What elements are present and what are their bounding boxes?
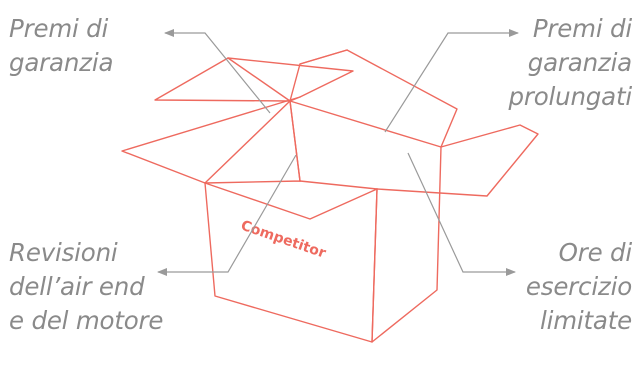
front-flap — [205, 183, 377, 219]
inner-crease — [228, 50, 347, 181]
box-rim — [205, 101, 441, 189]
label-bottom-right: Ore di esercizio limitate — [526, 236, 632, 338]
left-flap — [122, 97, 300, 183]
arrow-bottom-right — [408, 153, 515, 272]
box-brand-label: Competitor — [239, 218, 328, 262]
label-bottom-left: Revisioni dell’air end e del motore — [9, 236, 163, 338]
arrow-top-right — [385, 33, 518, 132]
box-left-edge — [205, 101, 300, 183]
right-flap — [377, 125, 538, 196]
box-front-face — [205, 183, 377, 342]
box-right-face — [372, 147, 441, 342]
back-left-flap — [155, 58, 353, 101]
back-right-flap — [290, 50, 457, 147]
label-top-right: Premi di garanzia prolungati — [509, 12, 632, 114]
open-box: Competitor — [122, 50, 538, 342]
label-top-left: Premi di garanzia — [9, 12, 113, 80]
